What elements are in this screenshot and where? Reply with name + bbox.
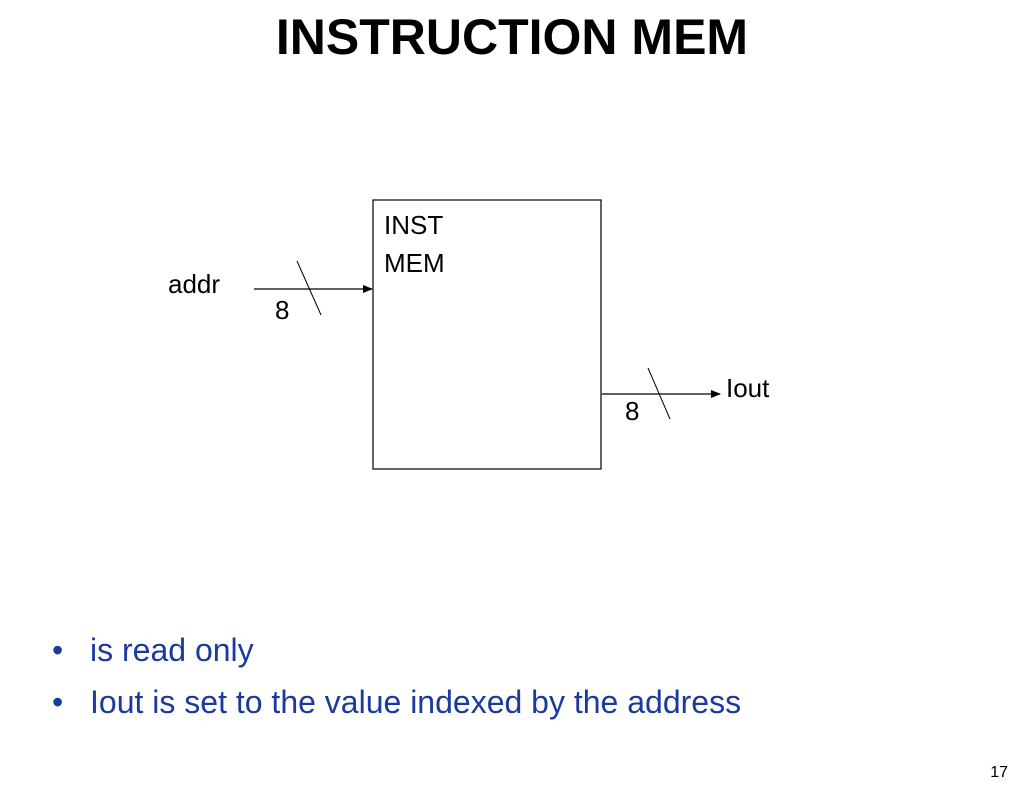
addr-label: addr	[168, 269, 220, 299]
addr-bus-slash	[296, 260, 322, 316]
block-label-line2: MEM	[384, 248, 445, 278]
bullet-text: Iout is set to the value indexed by the …	[90, 684, 742, 720]
iout-bus-width: 8	[625, 396, 639, 426]
bullet-dot: •	[52, 632, 64, 668]
bullet-item: • is read only	[52, 624, 741, 676]
slide-title: INSTRUCTION MEM	[275, 9, 749, 65]
bullet-item: • Iout is set to the value indexed by the…	[52, 676, 741, 728]
block-label-line1: INST	[384, 210, 443, 240]
bullet-dot: •	[52, 684, 64, 720]
bullet-list: • is read only • Iout is set to the value …	[52, 624, 741, 728]
iout-label: Iout	[726, 373, 770, 403]
bullet-text: is read only	[90, 632, 254, 668]
page-number: 17	[990, 764, 1008, 781]
addr-bus-width: 8	[275, 295, 289, 325]
inst-mem-block	[372, 199, 602, 470]
iout-bus-slash	[647, 367, 671, 420]
